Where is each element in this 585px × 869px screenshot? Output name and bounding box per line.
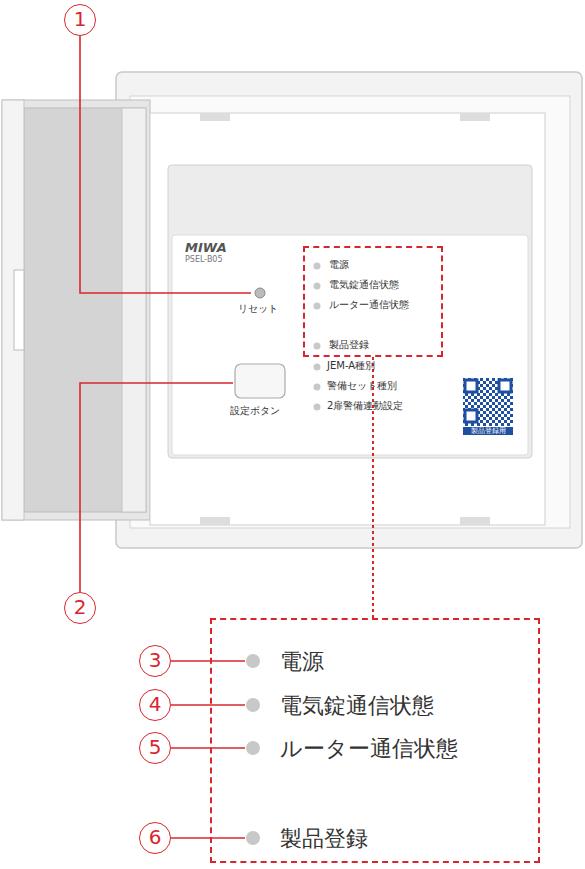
label-text: 2扉警備連動設定: [327, 400, 403, 412]
callout-digit: 1: [65, 5, 95, 34]
label-text: 電源: [280, 649, 324, 675]
callout-digit: 6: [140, 823, 170, 852]
label-text: 電源: [329, 259, 349, 271]
callout-digit: 5: [140, 733, 170, 762]
label-text: 製品登録: [329, 339, 369, 351]
label-text: JEM-A種別: [327, 360, 375, 372]
panel-plate: MIWAPSEL-B05 リセット設定ボタン JEM-A種別警備セット種別 2扉警備連…: [172, 235, 528, 455]
callout-number: 2: [64, 592, 96, 624]
label-text: ルーター通信状態: [329, 299, 409, 311]
label-text: 製品登録用: [463, 427, 513, 435]
label-text: 電気錠通信状態: [329, 279, 399, 291]
callout-number: 1: [64, 4, 96, 36]
label-text: 電気錠通信状態: [280, 693, 434, 719]
label-text: 警備セット種別: [327, 380, 397, 392]
label-text: 設定ボタン: [230, 405, 280, 417]
label-text: 製品登録: [280, 826, 368, 852]
led-group-box: 電源電気錠通信状態ルーター通信状態製品登録: [303, 246, 443, 357]
label-text: ルーター通信状態: [280, 736, 458, 762]
label-text: PSEL-B05: [185, 255, 223, 265]
label-text: リセット: [238, 303, 278, 315]
callout-number: 3: [139, 645, 171, 677]
dotted-connector: [372, 357, 374, 618]
callout-number: 6: [139, 822, 171, 854]
callout-number: 4: [139, 689, 171, 721]
led-detail-box: 電源電気錠通信状態ルーター通信状態製品登録: [210, 618, 540, 863]
callout-digit: 4: [140, 690, 170, 719]
callout-digit: 2: [65, 593, 95, 622]
label-text: MIWA: [185, 240, 227, 256]
callout-number: 5: [139, 732, 171, 764]
qr-code: 製品登録用: [463, 378, 519, 440]
callout-digit: 3: [140, 646, 170, 675]
